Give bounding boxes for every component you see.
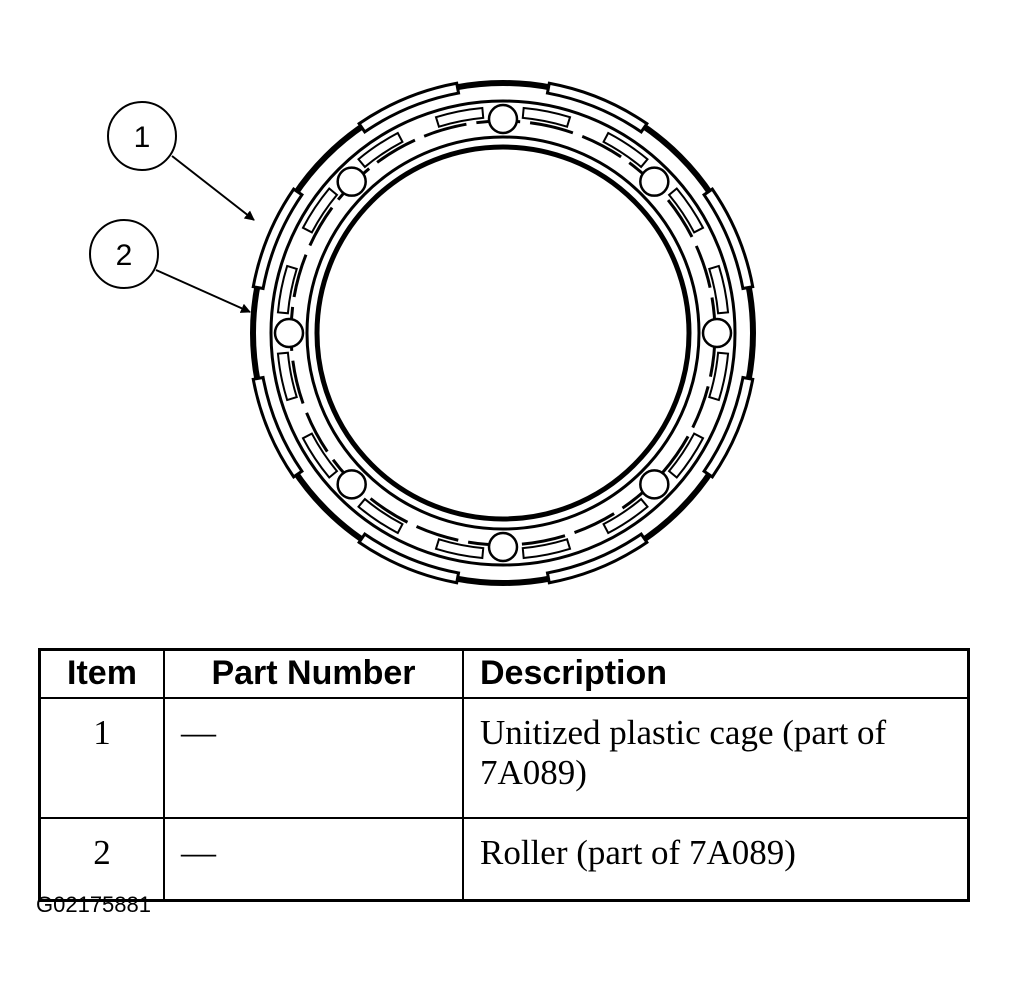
cage-outer-edge	[250, 80, 756, 586]
callout-2-leader	[155, 269, 251, 313]
cage-slot	[708, 264, 730, 315]
callout-1-label: 1	[134, 121, 151, 154]
cage-slot	[521, 106, 572, 128]
cage-slot	[357, 131, 404, 169]
cage-slot	[301, 187, 339, 234]
callout-1: 1	[107, 101, 255, 221]
cage-slot	[602, 497, 649, 535]
cage-slots	[276, 106, 730, 560]
cell-description: Roller (part of 7A089)	[462, 817, 970, 902]
header-item: Item	[38, 648, 165, 699]
cage-slot	[301, 432, 339, 479]
roller-clutch-diagram: 1 2	[89, 80, 756, 586]
rollers	[273, 103, 733, 563]
header-part-number: Part Number	[163, 648, 464, 699]
cell-description: Unitized plastic cage (part of 7A089)	[462, 697, 970, 819]
callout-2-bubble	[89, 219, 159, 289]
cage-slot	[521, 538, 572, 560]
cage-slot	[434, 106, 485, 128]
callout-1-bubble	[107, 101, 177, 171]
cage-slot	[667, 432, 705, 479]
cell-item: 2	[38, 817, 165, 902]
roller	[336, 166, 367, 197]
callout-2-label: 2	[116, 239, 133, 272]
roller	[273, 317, 305, 349]
parts-table: Item Part Number Description 1 — Unitize…	[38, 648, 970, 902]
cage-slot	[357, 497, 404, 535]
cage-lug	[357, 81, 461, 134]
roller	[487, 103, 519, 135]
table-header-row: Item Part Number Description	[38, 648, 970, 699]
cage-slot	[708, 351, 730, 402]
cage-lug	[545, 532, 649, 585]
cage-lug	[702, 187, 755, 291]
cage-slot	[276, 351, 298, 402]
figure-id: G02175881	[36, 892, 151, 917]
cage-slot	[602, 131, 649, 169]
cage-ring	[250, 80, 756, 586]
cage-inner-track	[305, 135, 701, 531]
cell-item: 1	[38, 697, 165, 819]
cage-slot	[434, 538, 485, 560]
cage-slot	[276, 264, 298, 315]
cage-lug	[545, 81, 649, 134]
cell-part-number: —	[163, 817, 464, 902]
table-row: 2 — Roller (part of 7A089)	[38, 817, 970, 902]
header-description: Description	[462, 648, 970, 699]
cage-lug	[251, 187, 304, 291]
cage-inner-edge	[314, 144, 692, 522]
cell-part-number: —	[163, 697, 464, 819]
cage-lug	[702, 375, 755, 479]
cage-lugs	[251, 81, 755, 585]
cage-lug	[251, 375, 304, 479]
roller	[701, 317, 733, 349]
cage-outer-track	[269, 99, 737, 567]
roller	[487, 531, 519, 563]
cage-lug	[357, 532, 461, 585]
roller	[639, 469, 670, 500]
callout-2: 2	[89, 219, 251, 313]
cage-slot	[667, 187, 705, 234]
callout-1-leader	[171, 155, 255, 221]
roller	[639, 166, 670, 197]
roller	[336, 469, 367, 500]
table-row: 1 — Unitized plastic cage (part of 7A089…	[38, 697, 970, 819]
